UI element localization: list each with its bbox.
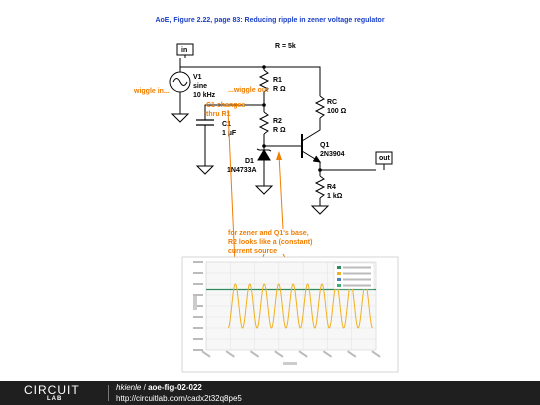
d1-name: D1 xyxy=(245,158,254,165)
v1-name: V1 xyxy=(193,74,202,81)
author-separator: / xyxy=(143,383,146,392)
legend-entry xyxy=(343,272,371,275)
y-tick-label xyxy=(193,272,203,274)
q1-part: 2N3904 xyxy=(320,151,345,158)
r1-value: R Ω xyxy=(273,86,286,93)
x-tick-label xyxy=(298,350,308,358)
d1-part: 1N4733A xyxy=(227,167,257,174)
footer: CIRCUIT LAB hkienle / aoe-fig-02-022 htt… xyxy=(0,381,540,405)
x-tick-label xyxy=(249,350,260,358)
param-label: R = 5k xyxy=(275,43,296,50)
legend-swatch xyxy=(337,278,341,281)
x-tick-label xyxy=(347,350,357,358)
zener-note-2: R2 looks like a (constant) xyxy=(228,239,312,246)
c1-wire xyxy=(204,104,264,120)
d1-zener xyxy=(257,149,271,161)
legend-swatch xyxy=(337,284,341,287)
y-tick-label xyxy=(193,349,203,351)
circuitlab-logo-sub: LAB xyxy=(47,396,63,402)
wiggle-out-label: ...wiggle out xyxy=(228,87,269,94)
page-title: AoE, Figure 2.22, page 83: Reducing ripp… xyxy=(155,17,385,24)
output-port-label: out xyxy=(379,155,391,162)
footer-url[interactable]: http://circuitlab.com/cadx2t32q8pe5 xyxy=(116,394,242,403)
d1-ground xyxy=(254,185,274,195)
simulation-plot xyxy=(181,256,399,373)
x-tick-label xyxy=(322,350,333,358)
y-tick-label xyxy=(193,294,203,296)
project-name[interactable]: aoe-fig-02-022 xyxy=(148,383,202,392)
c1-changes-label-2: thru R1 xyxy=(206,111,231,118)
y-tick-label xyxy=(193,316,203,318)
plot-legend xyxy=(333,262,375,290)
v1-freq: 10 kHz xyxy=(193,92,216,99)
r2-value: R Ω xyxy=(273,127,286,134)
legend-entry xyxy=(343,278,371,281)
v1-ground xyxy=(170,113,190,123)
x-tick-label xyxy=(201,350,211,358)
zener-note-3: current source xyxy=(228,248,277,255)
wiggle-in-label: wiggle in... xyxy=(133,88,170,95)
footer-author-line: hkienle / aoe-fig-02-022 xyxy=(116,383,202,392)
top-wire xyxy=(179,58,321,96)
input-port xyxy=(176,43,194,56)
y-tick-label xyxy=(193,283,203,285)
rc-value: 100 Ω xyxy=(327,108,347,115)
c1-ground xyxy=(195,165,215,175)
r2-name: R2 xyxy=(273,118,282,125)
output-port xyxy=(375,151,393,165)
x-tick-label xyxy=(274,350,284,358)
rc-name: RC xyxy=(327,99,337,106)
q1-name: Q1 xyxy=(320,142,329,149)
circuitlab-logo[interactable]: CIRCUIT xyxy=(24,383,80,397)
y-tick-label xyxy=(193,327,203,329)
author-name[interactable]: hkienle xyxy=(116,383,142,392)
legend-entry xyxy=(343,284,371,287)
r4-value: 1 kΩ xyxy=(327,193,343,200)
c1-changes-label-1: C1 changes xyxy=(206,102,245,109)
v1-type: sine xyxy=(193,83,207,90)
y-tick-label xyxy=(193,261,203,263)
r4-name: R4 xyxy=(327,184,336,191)
r4-ground xyxy=(310,205,330,215)
footer-divider xyxy=(108,385,109,401)
x-tick-label xyxy=(225,350,235,358)
legend-swatch xyxy=(337,272,341,275)
r1-name: R1 xyxy=(273,77,282,84)
schematic: R = 5k in out V1 sine 10 kHz R1 R Ω R2 R… xyxy=(133,43,399,373)
q1-collector xyxy=(301,120,321,142)
series-line-ripple xyxy=(227,283,373,329)
rc-resistor xyxy=(314,95,326,119)
zener-note-1: for zener and Q1's base, xyxy=(228,230,309,237)
input-port-label: in xyxy=(181,47,187,54)
legend-entry xyxy=(343,266,371,269)
y-axis-title xyxy=(193,296,197,310)
y-tick-label xyxy=(193,338,203,340)
legend-swatch xyxy=(337,266,341,269)
r4-resistor xyxy=(314,175,326,199)
r2-resistor xyxy=(258,111,270,135)
y-tick-label xyxy=(193,305,203,307)
r1-resistor xyxy=(258,69,270,93)
arrow-zener-to-r2 xyxy=(278,154,284,230)
c1-name: C1 xyxy=(222,121,231,128)
x-axis-title xyxy=(283,362,297,365)
x-tick-label xyxy=(371,350,381,358)
